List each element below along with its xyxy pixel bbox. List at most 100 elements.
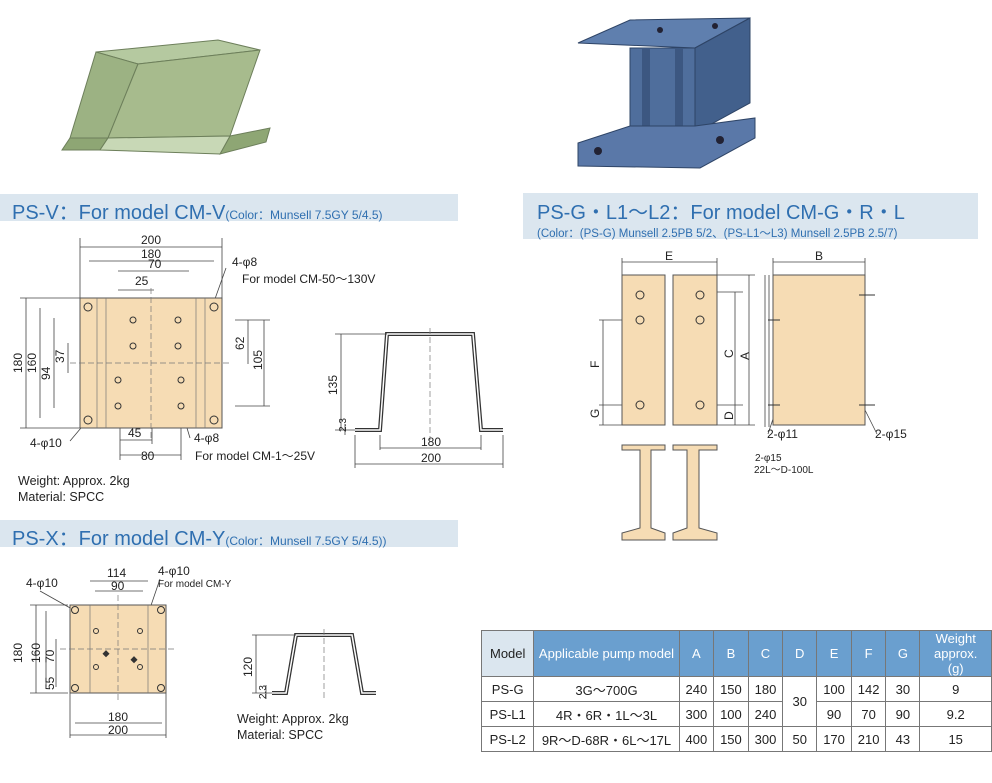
col-g: G bbox=[885, 630, 921, 677]
cell-model: PS-L2 bbox=[480, 726, 535, 752]
table-header-row: Model Applicable pump model A B C D E F … bbox=[480, 630, 992, 677]
ps-v-dim-200: 200 bbox=[141, 233, 161, 247]
ps-v-color-note: (Color：Munsell 7.5GY 5/4.5) bbox=[225, 208, 383, 222]
cell-weight: 9.2 bbox=[919, 701, 992, 727]
ps-v-side-t23: 2.3 bbox=[338, 418, 349, 432]
ps-v-product-image bbox=[61, 39, 271, 155]
cell-b: 150 bbox=[713, 676, 749, 702]
col-model: Model bbox=[480, 630, 535, 677]
cell-a: 300 bbox=[678, 701, 715, 727]
ps-v-dim-70: 70 bbox=[148, 257, 162, 271]
cell-pump: 9R〜D-68R・6L〜17L bbox=[533, 726, 680, 752]
cell-f: 210 bbox=[850, 726, 887, 752]
ps-x-specs: Weight: Approx. 2kg Material: SPCC bbox=[237, 711, 349, 743]
cell-d: 30 bbox=[782, 676, 818, 727]
ps-x-dim-v180: 180 bbox=[11, 643, 25, 663]
cell-c: 180 bbox=[747, 676, 784, 702]
cell-d: 50 bbox=[782, 726, 818, 752]
ps-g-dim-a: A bbox=[738, 352, 752, 360]
col-b: B bbox=[713, 630, 749, 677]
ps-v-hole-bottom: 4-φ8 bbox=[194, 431, 219, 445]
ps-v-dim-v37: 37 bbox=[53, 349, 67, 363]
ps-g-hole-15-alt: 2-φ15 bbox=[755, 453, 782, 464]
col-f: F bbox=[850, 630, 887, 677]
ps-v-note-top: For model CM-50〜130V bbox=[242, 272, 375, 286]
ps-x-dim-v70: 70 bbox=[43, 649, 57, 663]
spec-table: Model Applicable pump model A B C D E F … bbox=[480, 630, 992, 752]
cell-e: 170 bbox=[816, 726, 852, 752]
ps-v-side-w200: 200 bbox=[421, 451, 441, 465]
ps-g-hole-15: 2-φ15 bbox=[875, 427, 907, 441]
ps-v-hole-top: 4-φ8 bbox=[232, 255, 257, 269]
ps-x-dim-v55: 55 bbox=[43, 676, 57, 690]
col-pump: Applicable pump model bbox=[533, 630, 680, 677]
ps-x-dim-w200: 200 bbox=[108, 723, 128, 737]
ps-g-hole-note: 22L〜D-100L bbox=[754, 465, 814, 476]
ps-g-dim-d: D bbox=[722, 411, 736, 420]
ps-g-dim-g: G bbox=[588, 409, 602, 418]
ps-v-dim-45: 45 bbox=[128, 426, 142, 440]
ps-x-dim-v160: 160 bbox=[29, 643, 43, 663]
cell-model: PS-G bbox=[480, 676, 535, 702]
ps-g-dim-b: B bbox=[815, 250, 823, 263]
ps-v-dim-v180: 180 bbox=[11, 353, 25, 373]
ps-v-weight: Weight: Approx. 2kg bbox=[18, 474, 130, 488]
ps-x-material: Material: SPCC bbox=[237, 728, 324, 742]
ps-x-title: PS-X：For model CM-Y bbox=[12, 528, 226, 550]
cell-a: 240 bbox=[678, 676, 715, 702]
table-row: PS-G 3G〜700G 240 150 180 30 100 142 30 9 bbox=[480, 676, 992, 727]
ps-x-dim-w180: 180 bbox=[108, 710, 128, 724]
ps-g-dim-e: E bbox=[665, 250, 673, 263]
ps-v-plan-drawing: 200 180 70 25 4-φ8 For model CM-50〜130V … bbox=[11, 233, 375, 463]
ps-x-header: PS-X：For model CM-Y(Color：Munsell 7.5GY … bbox=[0, 520, 458, 550]
cell-e: 90 bbox=[816, 701, 852, 727]
ps-x-dim-90: 90 bbox=[111, 579, 125, 593]
cell-c: 300 bbox=[747, 726, 784, 752]
ps-v-dim-180: 180 bbox=[141, 247, 161, 261]
table-row: PS-L2 9R〜D-68R・6L〜17L 400 150 300 50 170… bbox=[480, 726, 992, 752]
cell-g: 30 bbox=[885, 676, 921, 702]
ps-x-hole-right: 4-φ10 bbox=[158, 564, 190, 578]
ps-v-dim-v105: 105 bbox=[251, 350, 265, 370]
col-a: A bbox=[678, 630, 715, 677]
col-weight: Weight approx. (g) bbox=[919, 630, 992, 677]
ps-g-product-image bbox=[577, 17, 756, 169]
cell-pump: 4R・6R・1L〜3L bbox=[533, 701, 680, 727]
ps-v-note-bottom: For model CM-1〜25V bbox=[195, 449, 315, 463]
ps-v-dim-v94: 94 bbox=[39, 366, 53, 380]
ps-x-side-h120: 120 bbox=[241, 657, 255, 677]
table-row: PS-L1 4R・6R・1L〜3L 300 100 240 90 70 90 9… bbox=[480, 701, 992, 727]
ps-v-side-h135: 135 bbox=[326, 375, 340, 395]
ps-v-title: PS-V：For model CM-V bbox=[12, 202, 226, 224]
ps-g-header: PS-G・L1〜L2：For model CM-G・R・L (Color：(PS… bbox=[523, 193, 978, 240]
ps-x-dim-114: 114 bbox=[107, 566, 126, 580]
ps-v-specs: Weight: Approx. 2kg Material: SPCC bbox=[18, 473, 130, 505]
ps-x-side-t23: 2.3 bbox=[258, 685, 269, 699]
ps-x-note-right: For model CM-Y bbox=[158, 579, 232, 590]
ps-g-dim-f: F bbox=[588, 361, 602, 368]
ps-g-hole-11: 2-φ11 bbox=[767, 427, 798, 441]
cell-pump: 3G〜700G bbox=[533, 676, 680, 702]
ps-v-dim-25: 25 bbox=[135, 274, 149, 288]
ps-x-weight: Weight: Approx. 2kg bbox=[237, 712, 349, 726]
cell-b: 100 bbox=[713, 701, 749, 727]
ps-v-header: PS-V：For model CM-V(Color：Munsell 7.5GY … bbox=[0, 194, 458, 224]
col-d: D bbox=[782, 630, 818, 677]
ps-g-title: PS-G・L1〜L2：For model CM-G・R・L bbox=[537, 202, 905, 224]
cell-e: 100 bbox=[816, 676, 852, 702]
cell-weight: 9 bbox=[919, 676, 992, 702]
cell-weight: 15 bbox=[919, 726, 992, 752]
cell-f: 142 bbox=[850, 676, 887, 702]
cell-f: 70 bbox=[850, 701, 887, 727]
ps-v-dim-80: 80 bbox=[141, 449, 155, 463]
ps-v-side-drawing: 135 2.3 180 200 bbox=[326, 328, 504, 468]
ps-v-dim-v62: 62 bbox=[233, 336, 247, 350]
ps-v-material: Material: SPCC bbox=[18, 490, 105, 504]
ps-x-color-note: (Color：Munsell 7.5GY 5/4.5)) bbox=[225, 534, 387, 548]
cell-c: 240 bbox=[747, 701, 784, 727]
ps-g-drawing: E B F G C A D 2-φ11 2-φ15 2-φ15 22L〜D-10… bbox=[588, 250, 907, 541]
ps-g-dim-c: C bbox=[722, 349, 736, 358]
cell-a: 400 bbox=[678, 726, 715, 752]
ps-x-hole-left: 4-φ10 bbox=[26, 576, 58, 590]
col-e: E bbox=[816, 630, 852, 677]
